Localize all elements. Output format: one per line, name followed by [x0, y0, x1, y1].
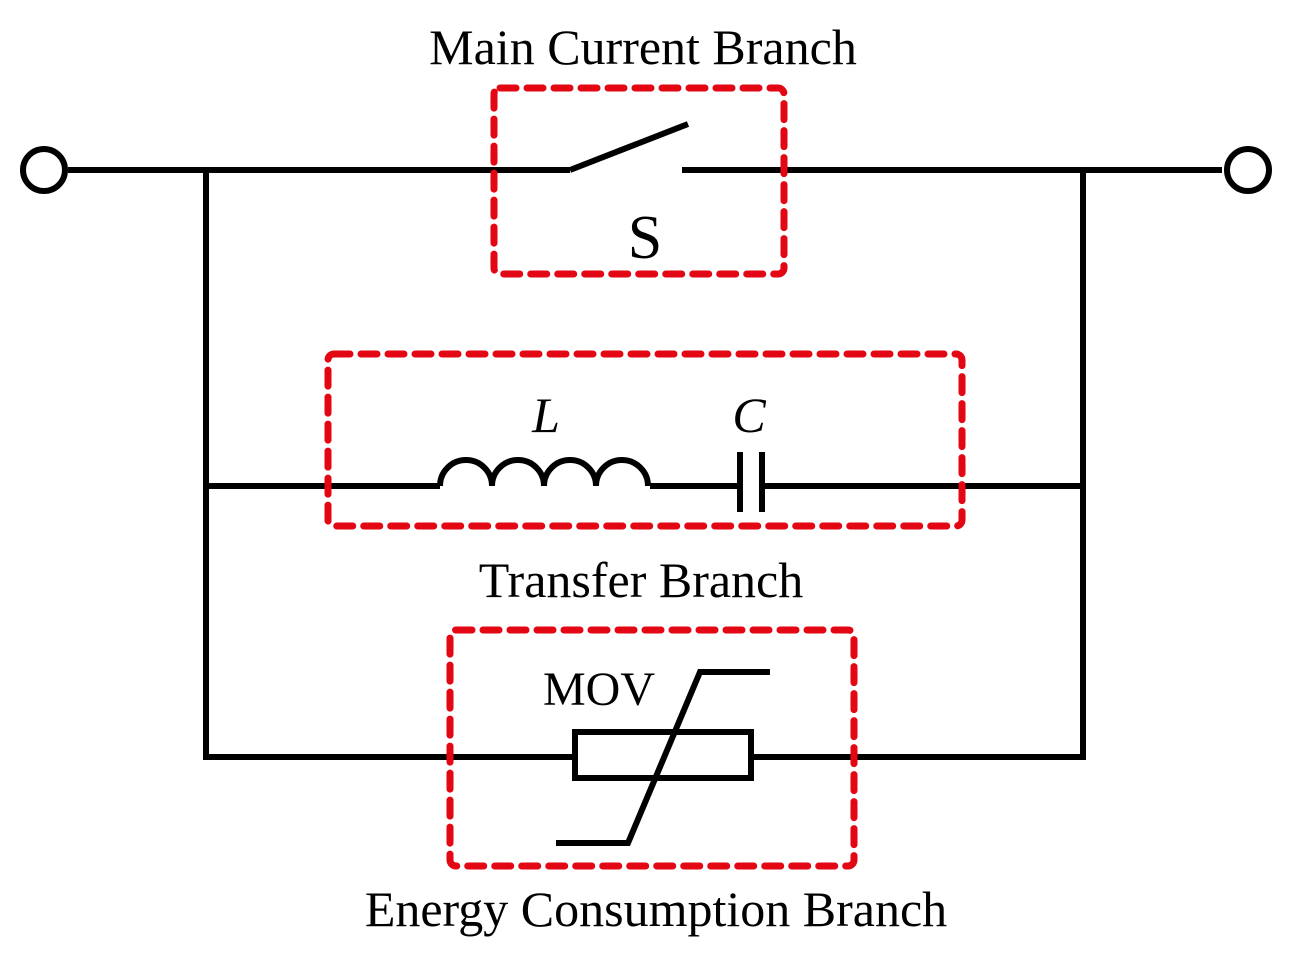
energy-consumption-branch-label: Energy Consumption Branch	[365, 881, 947, 937]
inductor-l-coil	[437, 457, 651, 487]
switch-s-blade	[568, 121, 690, 173]
energy-consumption-branch-box	[446, 626, 858, 870]
capacitor-c-plates	[737, 452, 765, 512]
transfer-branch-box	[324, 350, 966, 530]
mov-resistor	[497, 729, 754, 781]
right-terminal	[1224, 146, 1272, 194]
transfer-branch-label: Transfer Branch	[479, 552, 803, 608]
capacitor-label: C	[732, 387, 766, 443]
switch-label: S	[628, 204, 662, 272]
inductor-label: L	[531, 387, 560, 443]
left-terminal	[20, 146, 68, 194]
mov-nonlinear-slash	[556, 669, 770, 846]
main-current-branch-label: Main Current Branch	[429, 19, 857, 75]
mov-label: MOV	[543, 663, 655, 716]
main-current-branch-box	[490, 84, 788, 278]
